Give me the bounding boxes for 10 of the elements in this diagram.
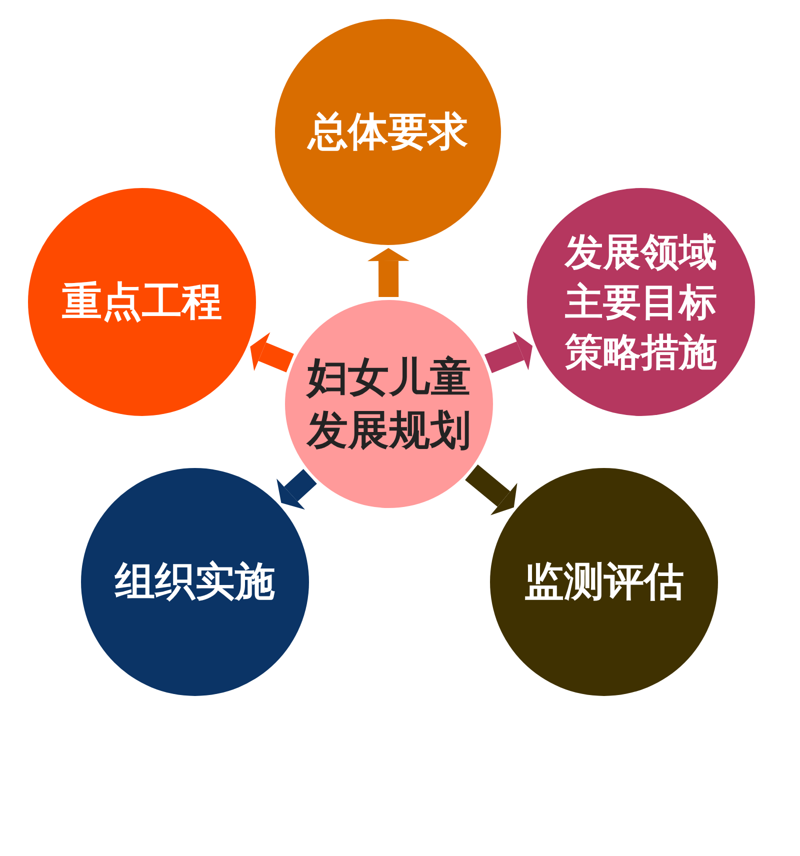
node-label: 策略措施 [565, 329, 717, 376]
node-label: 总体要求 [308, 108, 468, 157]
block-arrow [367, 248, 410, 298]
node-label: 重点工程 [62, 278, 222, 327]
node-label: 发展领域 [565, 228, 717, 276]
node-label: 主要目标 [565, 278, 717, 326]
node-label: 妇女儿童发展规划 [304, 352, 472, 456]
block-arrow [274, 468, 317, 510]
node-label: 监测评估 [524, 558, 684, 607]
node-label: 组织实施 [115, 558, 275, 607]
